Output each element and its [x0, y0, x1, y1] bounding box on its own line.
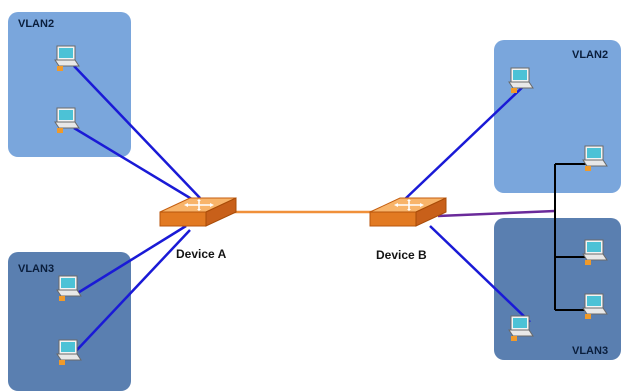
vlan3-region-left [8, 252, 131, 391]
link-a-pc1 [73, 65, 201, 199]
link-b-pc6 [429, 225, 531, 323]
link-a-pc3 [75, 224, 187, 296]
link-group-blue [73, 65, 531, 352]
switch-icon [369, 197, 447, 227]
device-a-label: Device A [176, 247, 227, 261]
link-a-pc2 [73, 126, 201, 206]
vlan-label-right-bottom: VLAN3 [572, 345, 608, 357]
device-b-label: Device B [376, 248, 427, 262]
link-b-pc5 [403, 81, 529, 201]
vlan-label-left-top: VLAN2 [18, 18, 54, 30]
vlan-label-left-bottom: VLAN3 [18, 263, 54, 275]
vlan-label-right-top: VLAN2 [572, 49, 608, 61]
vlan2-region-right [494, 40, 621, 193]
link-group-black [554, 163, 586, 311]
link-b-trunk-right [437, 209, 556, 218]
link-a-pc4 [75, 229, 191, 352]
switch-icon [159, 197, 237, 227]
vlan2-region-left [8, 12, 131, 157]
